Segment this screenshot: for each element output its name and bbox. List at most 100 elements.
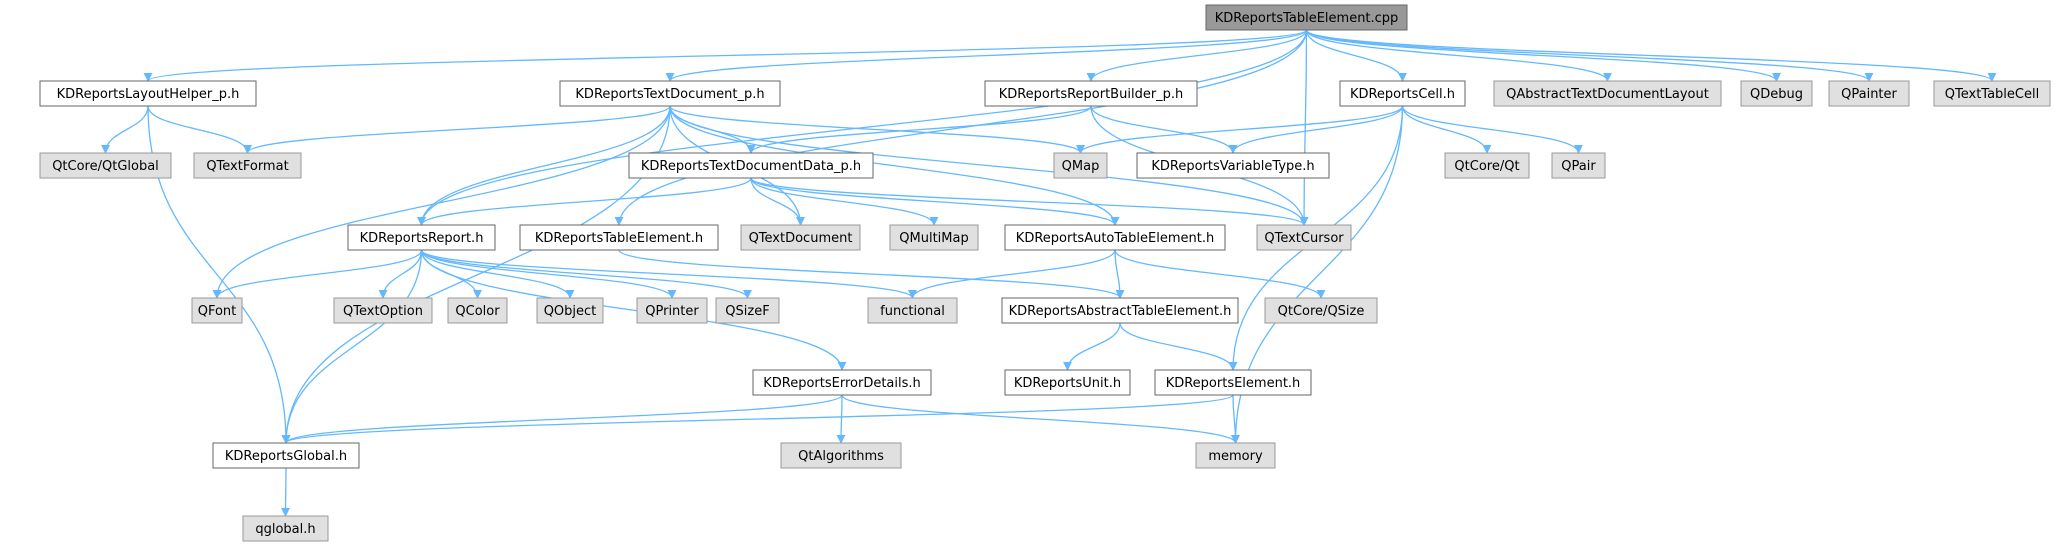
edge-reportbuilder-to-textdocumentdata (746, 105, 1092, 154)
edge-textdocument-to-qmap (669, 105, 1085, 154)
node-qtextdocument-box (740, 224, 861, 251)
node-autotableelement[interactable]: KDReportsAutoTableElement.h (1004, 224, 1226, 251)
node-qdebug: QDebug (1740, 80, 1813, 107)
edge-element-to-global (281, 394, 1234, 444)
node-qmultimap-box (889, 224, 979, 251)
node-qfont: QFont (191, 297, 243, 324)
edge-layouthelper-to-qtcoreqtglobal (100, 105, 149, 154)
node-layouthelper-label: KDReportsLayoutHelper_p.h (57, 87, 240, 102)
edge-layouthelper-to-qtextformat (147, 105, 253, 154)
node-qtcoreqtglobal: QtCore/QtGlobal (39, 152, 172, 179)
edge-report-to-qprinter (420, 249, 677, 299)
node-qabstracttextdocumentlayout-box (1493, 80, 1722, 107)
edge-element-to-memory (1230, 394, 1241, 444)
edge-textdocumentdata-to-qtextcursor (750, 177, 1309, 226)
edge-report-to-global (281, 249, 423, 444)
node-reportbuilder-label: KDReportsReportBuilder_p.h (999, 87, 1184, 102)
node-qtcoreqsize-box (1264, 297, 1378, 324)
node-unit[interactable]: KDReportsUnit.h (1004, 369, 1131, 396)
node-qprinter-label: QPrinter (645, 304, 699, 319)
node-qtalgorithms-box (780, 442, 902, 469)
edge-textdocument-to-qtextformat (243, 105, 671, 154)
edge-root-to-textdocument (665, 29, 1308, 82)
node-cell[interactable]: KDReportsCell.h (1339, 80, 1466, 107)
edge-report-to-qfont (212, 249, 423, 299)
node-qmap: QMap (1053, 152, 1108, 179)
node-errordetails-label: KDReportsErrorDetails.h (763, 376, 921, 391)
edge-errordetails-to-memory (841, 394, 1240, 444)
node-element-box (1154, 369, 1312, 396)
node-element[interactable]: KDReportsElement.h (1154, 369, 1312, 396)
node-qfont-box (191, 297, 243, 324)
edge-report-to-qobject (420, 249, 575, 299)
edge-root-to-qtexttablecell (1305, 29, 1997, 82)
node-qtcoreqtglobal-label: QtCore/QtGlobal (52, 159, 159, 174)
node-textdocumentdata-box (628, 152, 874, 179)
node-global[interactable]: KDReportsGlobal.h (212, 442, 360, 469)
node-functional-box (867, 297, 958, 324)
node-tableelement-label: KDReportsTableElement.h (535, 231, 703, 246)
node-memory-label: memory (1208, 449, 1263, 464)
node-abstracttableelement-label: KDReportsAbstractTableElement.h (1009, 304, 1232, 319)
node-qpainter-label: QPainter (1841, 87, 1897, 102)
edge-report-to-errordetails (420, 249, 847, 371)
node-qtcoreqtglobal-box (39, 152, 172, 179)
node-tableelement[interactable]: KDReportsTableElement.h (519, 224, 719, 251)
node-layouthelper[interactable]: KDReportsLayoutHelper_p.h (39, 80, 257, 107)
edge-tableelement-to-abstracttableelement (618, 249, 1125, 299)
node-qmultimap-label: QMultiMap (899, 231, 968, 246)
node-reportbuilder-box (984, 80, 1198, 107)
edge-root-to-qpainter (1305, 29, 1874, 82)
node-qtalgorithms-label: QtAlgorithms (798, 449, 884, 464)
node-errordetails[interactable]: KDReportsErrorDetails.h (752, 369, 932, 396)
node-qcolor: QColor (447, 297, 508, 324)
node-cell-box (1339, 80, 1466, 107)
node-global-box (212, 442, 360, 469)
node-qmap-box (1053, 152, 1108, 179)
node-qtextformat-label: QTextFormat (206, 159, 288, 174)
node-qtexttablecell-label: QTextTableCell (1945, 87, 2039, 102)
node-reportbuilder[interactable]: KDReportsReportBuilder_p.h (984, 80, 1198, 107)
edge-autotableelement-to-abstracttableelement (1114, 249, 1125, 299)
node-qobject-box (536, 297, 604, 324)
node-root-label: KDReportsTableElement.cpp (1215, 11, 1399, 26)
edge-report-to-functional (420, 249, 917, 299)
node-global-label: KDReportsGlobal.h (225, 449, 347, 464)
node-textdocument-box (559, 80, 781, 107)
node-unit-label: KDReportsUnit.h (1014, 376, 1121, 391)
node-qtextformat-box (193, 152, 302, 179)
edge-textdocumentdata-to-qtextdocument (750, 177, 806, 226)
node-unit-box (1004, 369, 1131, 396)
node-textdocument[interactable]: KDReportsTextDocument_p.h (559, 80, 781, 107)
node-qsizef-box (715, 297, 780, 324)
edge-root-to-qdebug (1305, 29, 1781, 82)
node-textdocumentdata[interactable]: KDReportsTextDocumentData_p.h (628, 152, 874, 179)
node-memory-box (1195, 442, 1276, 469)
node-textdocument-label: KDReportsTextDocument_p.h (575, 87, 764, 102)
edge-autotableelement-to-functional (908, 249, 1116, 299)
edge-autotableelement-to-qtcoreqsize (1114, 249, 1326, 299)
node-layouthelper-box (39, 80, 257, 107)
node-report[interactable]: KDReportsReport.h (347, 224, 496, 251)
edge-cell-to-qtcoreqt (1401, 105, 1492, 154)
node-qtcoreqsize-label: QtCore/QSize (1278, 304, 1365, 319)
node-root-box (1205, 4, 1408, 31)
node-qtextcursor-box (1256, 224, 1352, 251)
node-qcolor-label: QColor (455, 304, 500, 319)
node-layer: KDReportsTableElement.cppKDReportsLayout… (39, 4, 2051, 542)
node-root[interactable]: KDReportsTableElement.cpp (1205, 4, 1408, 31)
node-qglobal: qglobal.h (242, 515, 329, 542)
node-qdebug-label: QDebug (1750, 87, 1803, 102)
node-report-label: KDReportsReport.h (360, 231, 484, 246)
node-qfont-label: QFont (198, 304, 237, 319)
node-qpair-label: QPair (1561, 159, 1596, 174)
node-abstracttableelement[interactable]: KDReportsAbstractTableElement.h (1001, 297, 1239, 324)
edge-global-to-qglobal (280, 467, 291, 517)
node-qobject-label: QObject (544, 304, 597, 319)
node-qabstracttextdocumentlayout-label: QAbstractTextDocumentLayout (1506, 87, 1709, 102)
node-qpair-box (1551, 152, 1606, 179)
node-variabletype[interactable]: KDReportsVariableType.h (1136, 152, 1330, 179)
edge-errordetails-to-global (281, 394, 843, 444)
node-qprinter: QPrinter (636, 297, 708, 324)
